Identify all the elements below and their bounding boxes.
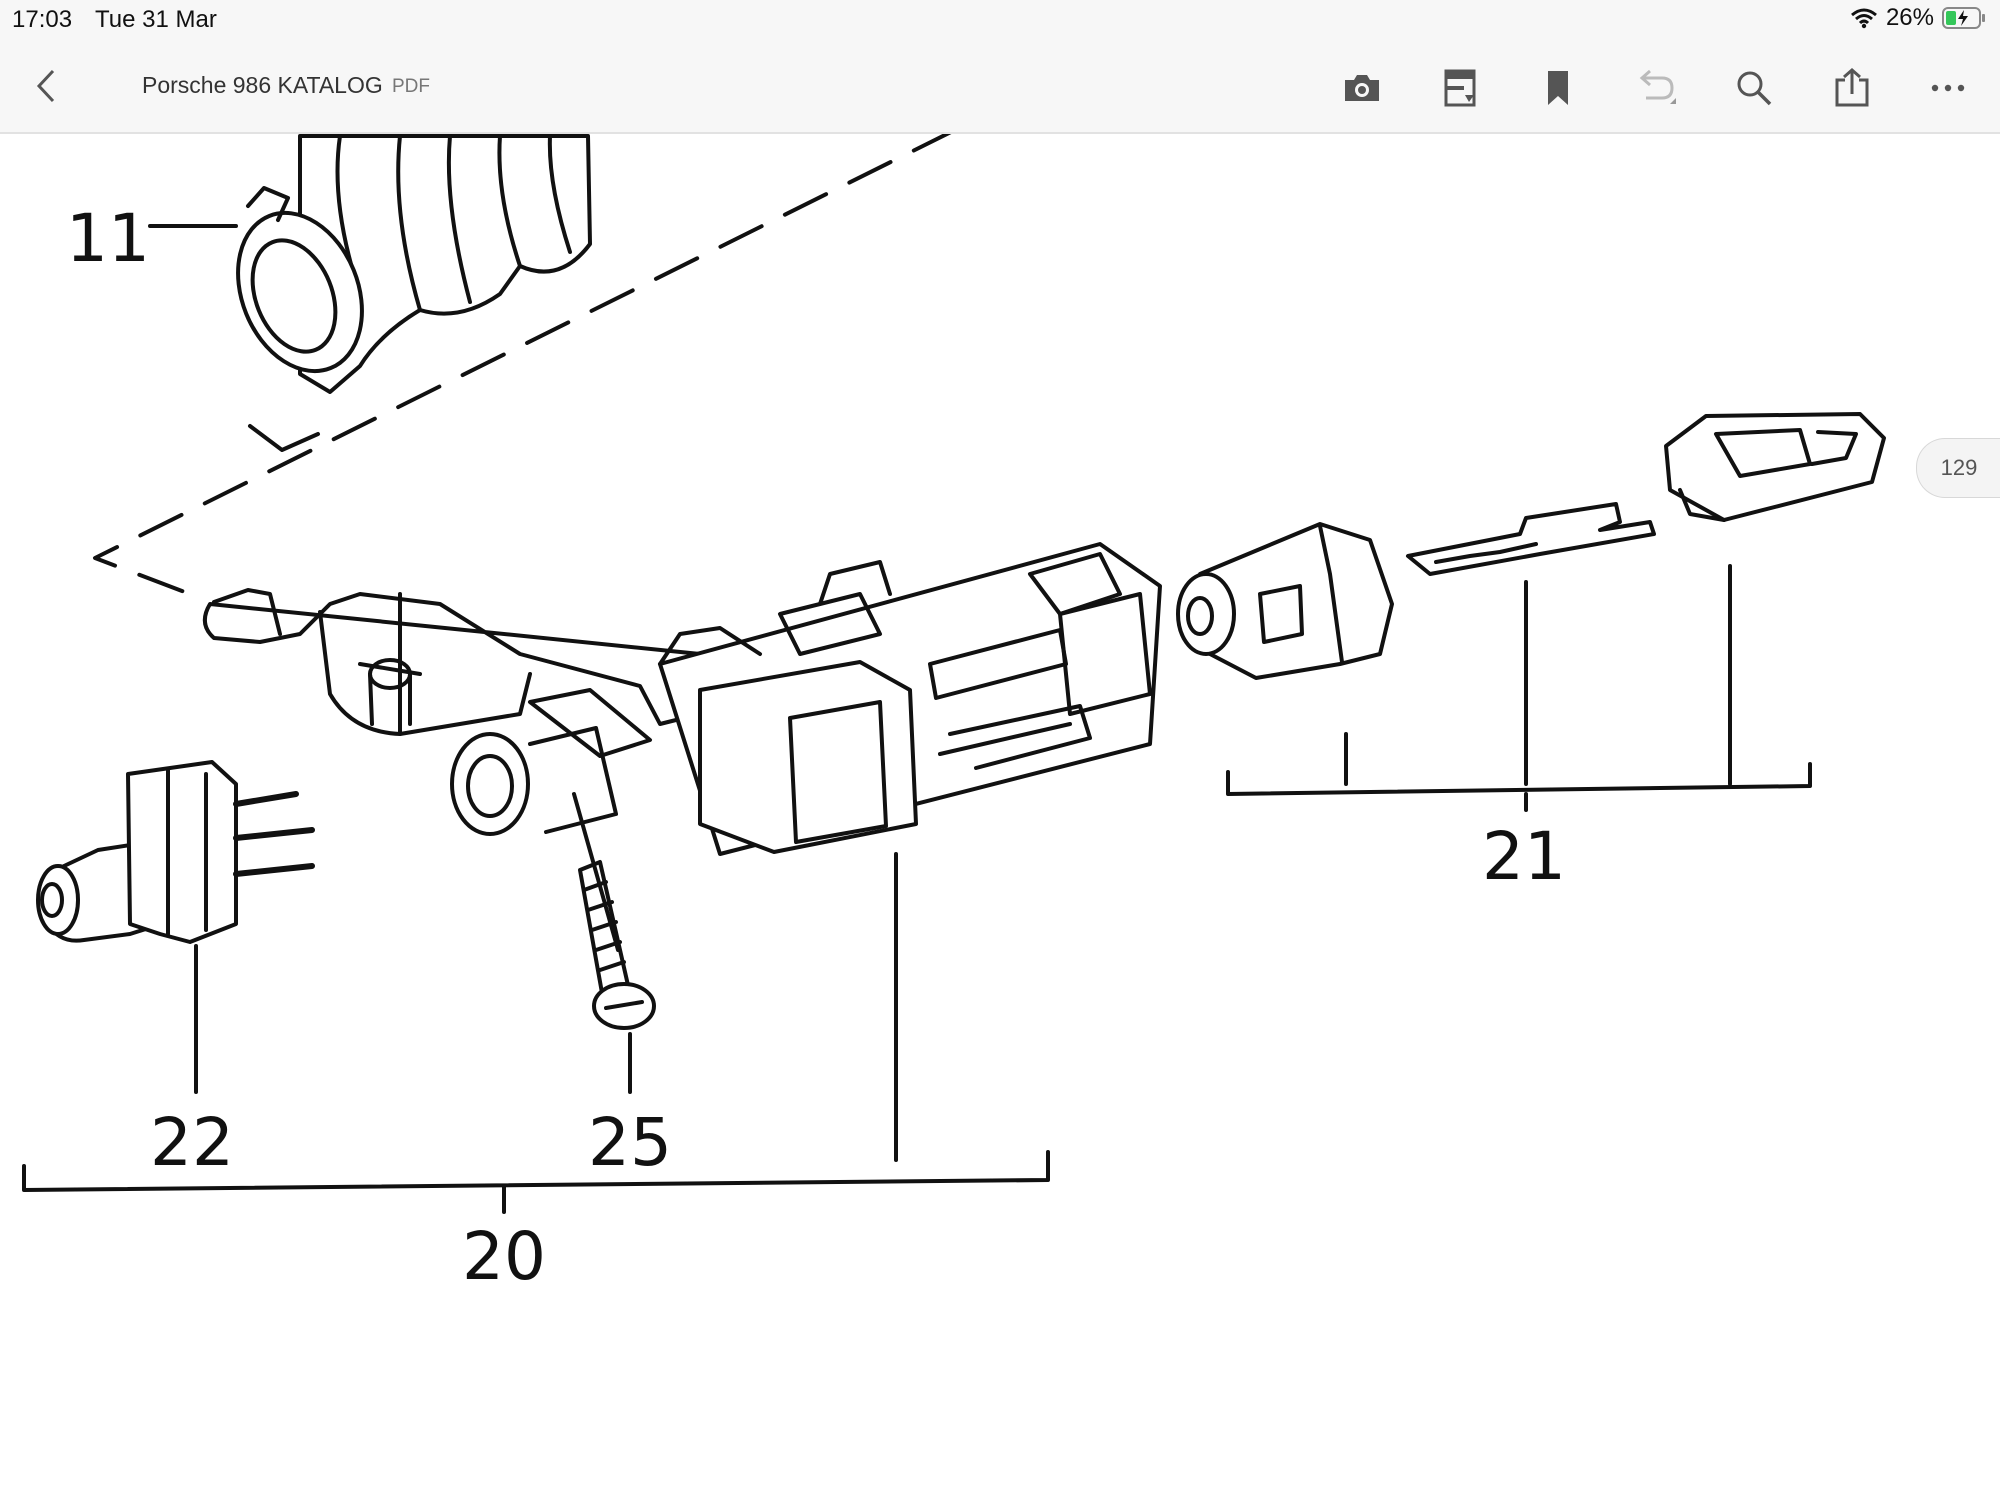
undo-button[interactable] — [1630, 62, 1682, 114]
camera-icon — [1345, 75, 1379, 101]
bookmark-button[interactable] — [1532, 62, 1584, 114]
part-21-lock-cylinder — [1176, 522, 1394, 786]
screenshot-button[interactable] — [1336, 62, 1388, 114]
callout-25: 25 — [588, 1104, 672, 1181]
dashed-reference-line — [93, 128, 957, 596]
document-title: Porsche 986 KATALOG — [142, 72, 383, 98]
callout-20: 20 — [462, 1218, 546, 1295]
part-22-ignition-switch — [36, 760, 315, 1094]
bookmark-icon — [1548, 71, 1568, 105]
share-icon — [1835, 68, 1869, 107]
bracket-21 — [1226, 762, 1812, 796]
status-right: 26% — [1850, 4, 1986, 32]
parts-diagram: 11 20 21 22 25 — [0, 128, 2000, 1500]
undo-icon — [1639, 69, 1676, 104]
callout-21: 21 — [1482, 818, 1566, 895]
search-button[interactable] — [1728, 62, 1780, 114]
callout-11: 11 — [66, 200, 150, 277]
back-button[interactable] — [22, 62, 70, 110]
back-icon — [36, 69, 55, 103]
share-button[interactable] — [1826, 62, 1878, 114]
outline-icon — [1444, 69, 1476, 107]
battery-percent: 26% — [1885, 4, 1934, 31]
more-icon — [1931, 84, 1965, 92]
part-21-key-blade — [1406, 502, 1656, 786]
status-bar: 17:03 Tue 31 Mar 26% — [0, 0, 2000, 40]
status-time: 17:03 — [12, 6, 73, 33]
more-button[interactable] — [1922, 62, 1974, 114]
outline-button[interactable] — [1434, 62, 1486, 114]
battery-icon — [1942, 7, 1985, 29]
part-21-key-head — [1664, 412, 1886, 786]
page-number: 129 — [1940, 455, 1978, 480]
bracket-20 — [22, 1150, 1050, 1192]
part-25-screw — [572, 792, 656, 1094]
part-11-boot — [148, 134, 592, 452]
status-date: Tue 31 Mar — [95, 6, 217, 33]
toolbar: Porsche 986 KATALOG PDF — [0, 40, 2000, 134]
callout-22: 22 — [150, 1104, 234, 1181]
page-number-indicator[interactable]: 129 — [1916, 438, 2000, 498]
wifi-icon — [1850, 8, 1877, 29]
search-icon — [1737, 71, 1772, 106]
file-type-label: PDF — [392, 76, 430, 97]
parts-illustration — [22, 128, 1886, 1214]
steering-lock-housing — [202, 542, 1162, 1162]
